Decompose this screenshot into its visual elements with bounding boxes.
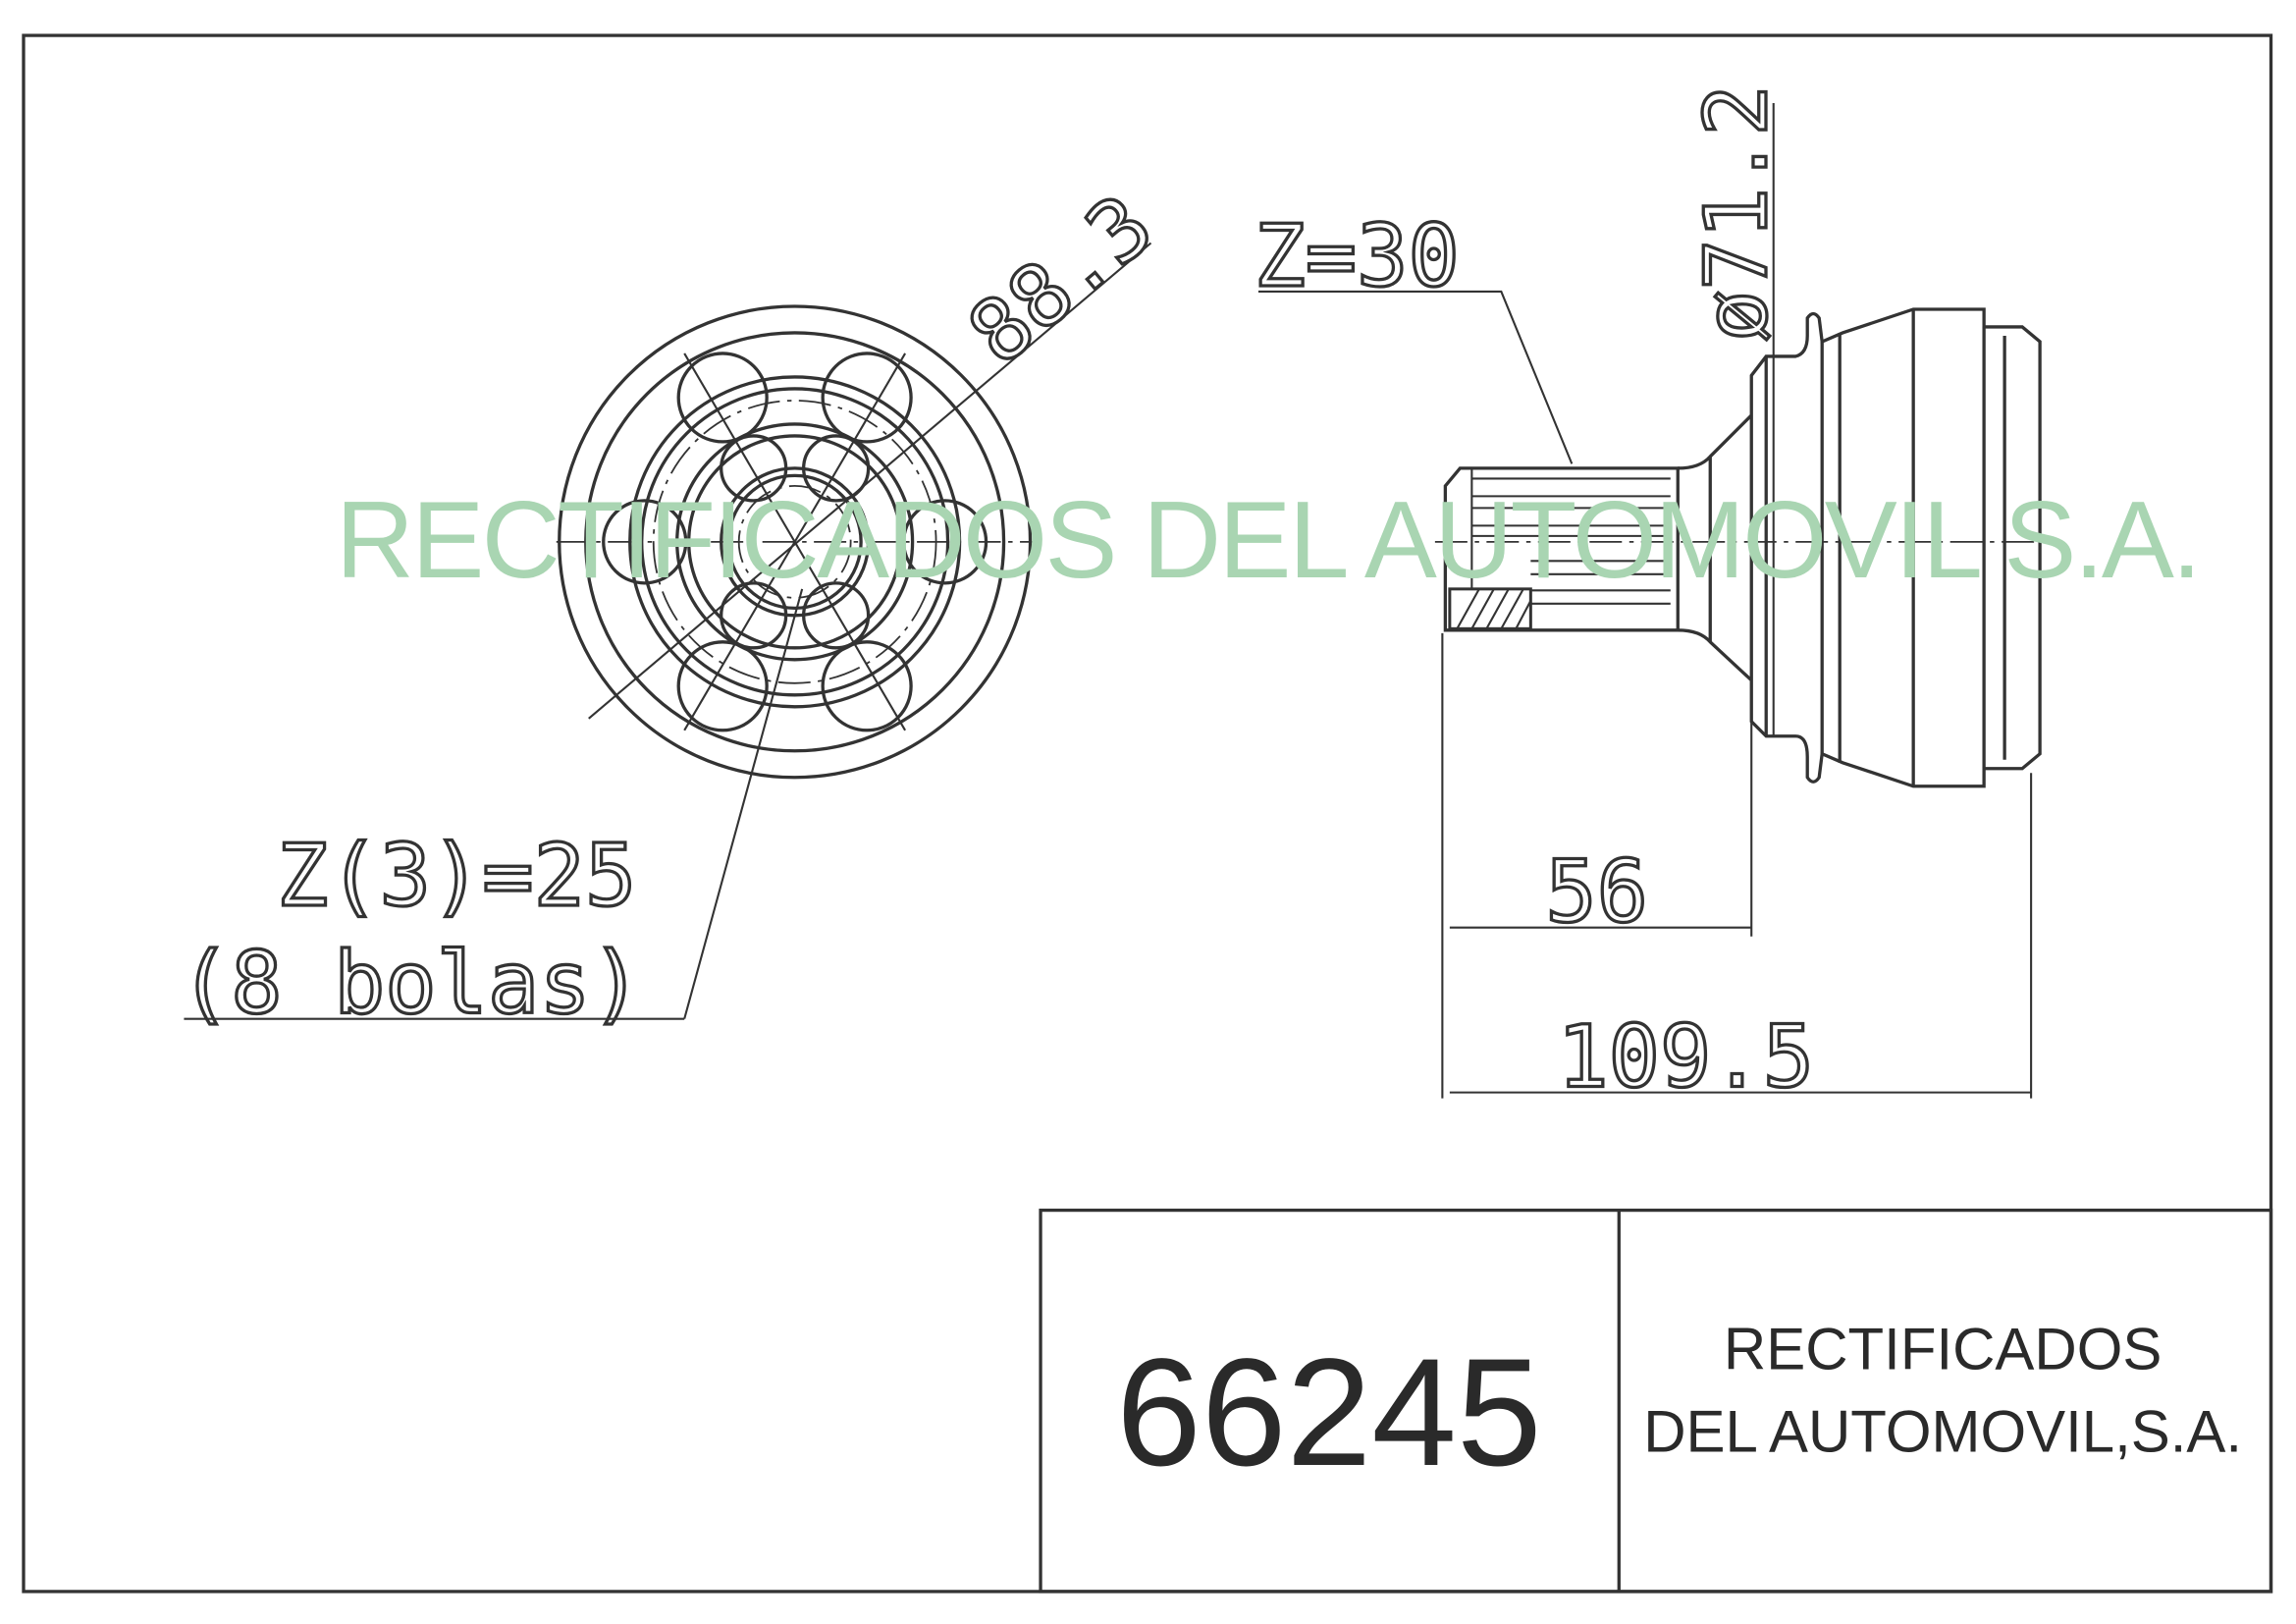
dimension-balls-note: (8 bolas) <box>180 934 642 1034</box>
side-view: ø71.2 Z=30 56 109.5 <box>1253 83 2054 1109</box>
title-block: 66245 RECTIFICADOS DEL AUTOMOVIL,S.A. <box>1039 1208 2273 1594</box>
dimension-outer-diameter: 88.3 <box>949 175 1171 384</box>
company-name-line2: DEL AUTOMOVIL,S.A. <box>1643 1398 2242 1464</box>
dimension-length-short: 56 <box>1545 842 1648 943</box>
part-number: 66245 <box>1116 1327 1542 1498</box>
company-name-line1: RECTIFICADOS <box>1724 1317 2162 1382</box>
dimension-inner-spline: Z(3)=25 <box>277 826 636 926</box>
dimension-bore-diameter: ø71.2 <box>1686 84 1787 342</box>
front-view: 88.3 Z(3)=25 (8 bolas) <box>178 174 1173 1036</box>
watermark: RECTIFICADOS DEL AUTOMOVIL S.A. <box>336 479 2202 601</box>
dimension-length-total: 109.5 <box>1557 1007 1814 1108</box>
